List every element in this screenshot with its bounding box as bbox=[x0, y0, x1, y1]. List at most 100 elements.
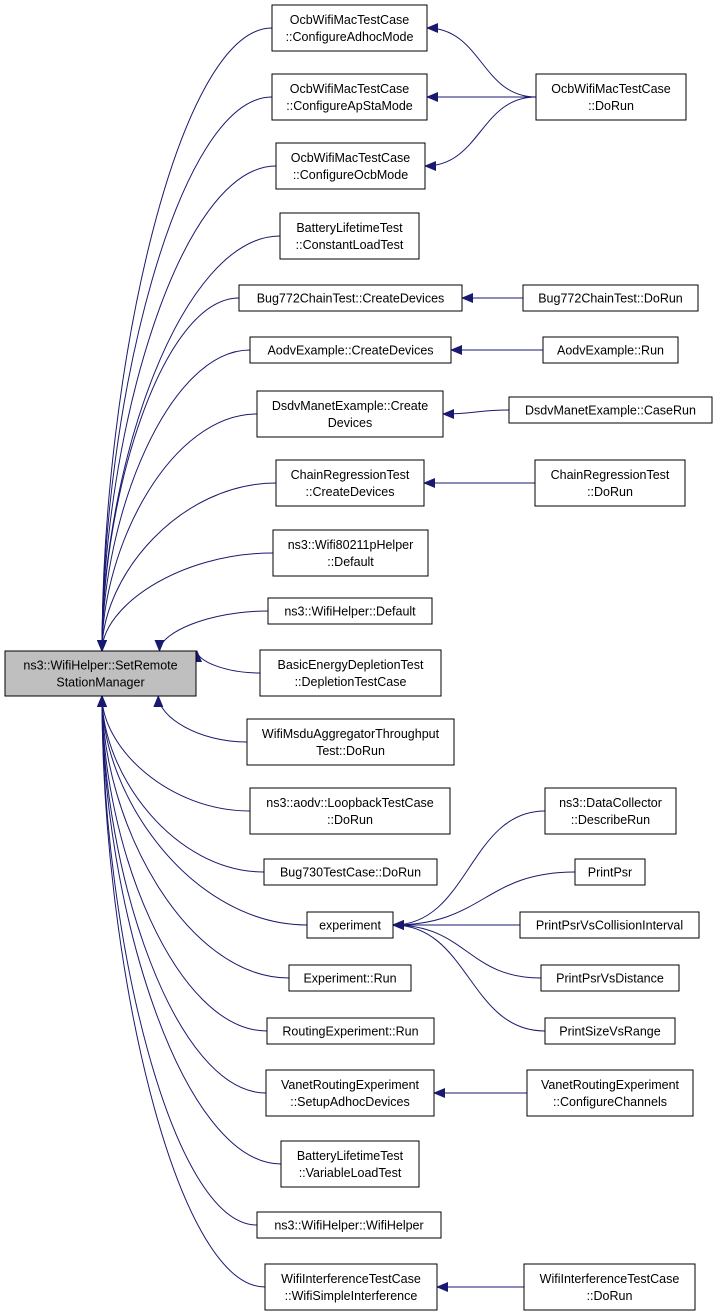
node-c3[interactable]: AodvExample::Run bbox=[542, 336, 679, 364]
node-c9[interactable]: PrintPsrVsDistance bbox=[540, 964, 680, 992]
node-n10[interactable]: ns3::WifiHelper::Default bbox=[267, 597, 433, 625]
node-box bbox=[280, 1140, 420, 1188]
node-box bbox=[519, 911, 700, 939]
node-c7[interactable]: PrintPsr bbox=[574, 858, 646, 886]
node-label-line: WifiInterferenceTestCase bbox=[281, 1272, 421, 1286]
node-c4[interactable]: DsdvManetExample::CaseRun bbox=[508, 396, 713, 424]
edge-n17-to-root bbox=[97, 695, 268, 1032]
node-c12[interactable]: WifiInterferenceTestCase::DoRun bbox=[523, 1263, 696, 1311]
node-label-line: ns3::DataCollector bbox=[559, 796, 662, 810]
edge-c1-to-n3 bbox=[424, 96, 537, 171]
node-box bbox=[271, 4, 428, 52]
edge-c7-to-n15 bbox=[392, 871, 576, 930]
node-n6[interactable]: AodvExample::CreateDevices bbox=[249, 336, 452, 364]
node-n19[interactable]: BatteryLifetimeTest::VariableLoadTest bbox=[280, 1140, 420, 1188]
node-label-line: ns3::WifiHelper::Default bbox=[284, 605, 416, 619]
node-label-line: Bug730TestCase::DoRun bbox=[280, 866, 421, 880]
node-n16[interactable]: Experiment::Run bbox=[288, 964, 412, 992]
node-box bbox=[508, 396, 713, 424]
node-c2[interactable]: Bug772ChainTest::DoRun bbox=[522, 284, 699, 312]
node-box bbox=[271, 73, 428, 121]
node-box bbox=[574, 858, 646, 886]
node-label-line: DsdvManetExample::CaseRun bbox=[525, 404, 696, 418]
node-label-line: BatteryLifetimeTest bbox=[296, 221, 403, 235]
node-box bbox=[256, 1211, 442, 1239]
node-c10[interactable]: PrintSizeVsRange bbox=[544, 1017, 676, 1045]
node-box bbox=[246, 718, 455, 766]
edge-n7-to-root bbox=[97, 413, 258, 652]
edge-n13-to-root bbox=[97, 695, 251, 812]
node-n5[interactable]: Bug772ChainTest::CreateDevices bbox=[238, 284, 463, 312]
node-box bbox=[544, 787, 677, 835]
node-n2[interactable]: OcbWifiMacTestCase::ConfigureApStaMode bbox=[271, 73, 428, 121]
node-n9[interactable]: ns3::Wifi80211pHelper::Default bbox=[272, 529, 429, 577]
edge-n15-to-root bbox=[97, 695, 308, 926]
edge-n18-to-root bbox=[97, 695, 267, 1094]
node-label-line: BasicEnergyDepletionTest bbox=[278, 658, 424, 672]
node-label-line: ::DoRun bbox=[587, 485, 633, 499]
node-box bbox=[275, 142, 426, 190]
node-box bbox=[266, 1017, 435, 1045]
edge-n2-to-root bbox=[97, 96, 273, 652]
node-label-line: ::DoRun bbox=[587, 1289, 633, 1303]
edge-c1-to-n1 bbox=[426, 23, 537, 98]
node-c1[interactable]: OcbWifiMacTestCase::DoRun bbox=[535, 73, 687, 121]
node-box bbox=[256, 390, 444, 438]
node-c11[interactable]: VanetRoutingExperiment::ConfigureChannel… bbox=[526, 1069, 694, 1117]
node-label-line: ::ConfigureApStaMode bbox=[286, 99, 413, 113]
node-n13[interactable]: ns3::aodv::LoopbackTestCase::DoRun bbox=[249, 787, 451, 835]
node-label-line: ChainRegressionTest bbox=[551, 468, 670, 482]
node-n11[interactable]: BasicEnergyDepletionTest::DepletionTestC… bbox=[259, 649, 442, 697]
node-c5[interactable]: ChainRegressionTest::DoRun bbox=[534, 459, 686, 507]
node-label-line: ::DoRun bbox=[588, 99, 634, 113]
node-label-line: OcbWifiMacTestCase bbox=[290, 82, 410, 96]
edge-c6-to-n15 bbox=[392, 810, 546, 930]
node-c6[interactable]: ns3::DataCollector::DescribeRun bbox=[544, 787, 677, 835]
node-n17[interactable]: RoutingExperiment::Run bbox=[266, 1017, 435, 1045]
node-label-line: Devices bbox=[328, 416, 372, 430]
edge-n3-to-root bbox=[97, 165, 277, 652]
node-label-line: ns3::aodv::LoopbackTestCase bbox=[266, 796, 434, 810]
node-label-line: ns3::Wifi80211pHelper bbox=[288, 538, 414, 552]
node-label-line: OcbWifiMacTestCase bbox=[291, 151, 411, 165]
node-n8[interactable]: ChainRegressionTest::CreateDevices bbox=[275, 459, 425, 507]
node-box bbox=[526, 1069, 694, 1117]
node-label-line: DsdvManetExample::Create bbox=[272, 399, 428, 413]
node-c8[interactable]: PrintPsrVsCollisionInterval bbox=[519, 911, 700, 939]
node-box bbox=[534, 459, 686, 507]
node-label-line: AodvExample::CreateDevices bbox=[267, 344, 433, 358]
edge-c4-to-n7 bbox=[442, 408, 510, 419]
node-box bbox=[275, 459, 425, 507]
node-n15[interactable]: experiment bbox=[306, 911, 394, 939]
node-label-line: ns3::WifiHelper::SetRemote bbox=[23, 659, 177, 673]
node-label-line: ::DepletionTestCase bbox=[295, 675, 407, 689]
node-box bbox=[279, 212, 420, 260]
node-label-line: Test::DoRun bbox=[316, 744, 385, 758]
node-label-line: BatteryLifetimeTest bbox=[297, 1149, 404, 1163]
node-n3[interactable]: OcbWifiMacTestCase::ConfigureOcbMode bbox=[275, 142, 426, 190]
node-box bbox=[238, 284, 463, 312]
node-label-line: Bug772ChainTest::CreateDevices bbox=[257, 292, 445, 306]
node-box bbox=[544, 1017, 676, 1045]
node-n18[interactable]: VanetRoutingExperiment::SetupAdhocDevice… bbox=[265, 1069, 435, 1117]
node-n1[interactable]: OcbWifiMacTestCase::ConfigureAdhocMode bbox=[271, 4, 428, 52]
node-label-line: AodvExample::Run bbox=[557, 344, 664, 358]
node-label-line: VanetRoutingExperiment bbox=[541, 1078, 680, 1092]
node-box bbox=[288, 964, 412, 992]
node-n14[interactable]: Bug730TestCase::DoRun bbox=[263, 858, 438, 886]
nodes-layer: ns3::WifiHelper::SetRemoteStationManager… bbox=[4, 4, 713, 1311]
edge-n19-to-root bbox=[97, 695, 282, 1165]
node-n21[interactable]: WifiInterferenceTestCase::WifiSimpleInte… bbox=[264, 1263, 438, 1311]
edge-n5-to-root bbox=[97, 297, 240, 652]
edge-n16-to-root bbox=[97, 695, 290, 979]
edge-c10-to-n15 bbox=[392, 920, 546, 1032]
node-n7[interactable]: DsdvManetExample::CreateDevices bbox=[256, 390, 444, 438]
node-label-line: RoutingExperiment::Run bbox=[282, 1025, 418, 1039]
edges-layer bbox=[97, 23, 576, 1292]
node-n4[interactable]: BatteryLifetimeTest::ConstantLoadTest bbox=[279, 212, 420, 260]
node-box bbox=[249, 336, 452, 364]
node-n20[interactable]: ns3::WifiHelper::WifiHelper bbox=[256, 1211, 442, 1239]
node-label-line: PrintSizeVsRange bbox=[559, 1025, 660, 1039]
